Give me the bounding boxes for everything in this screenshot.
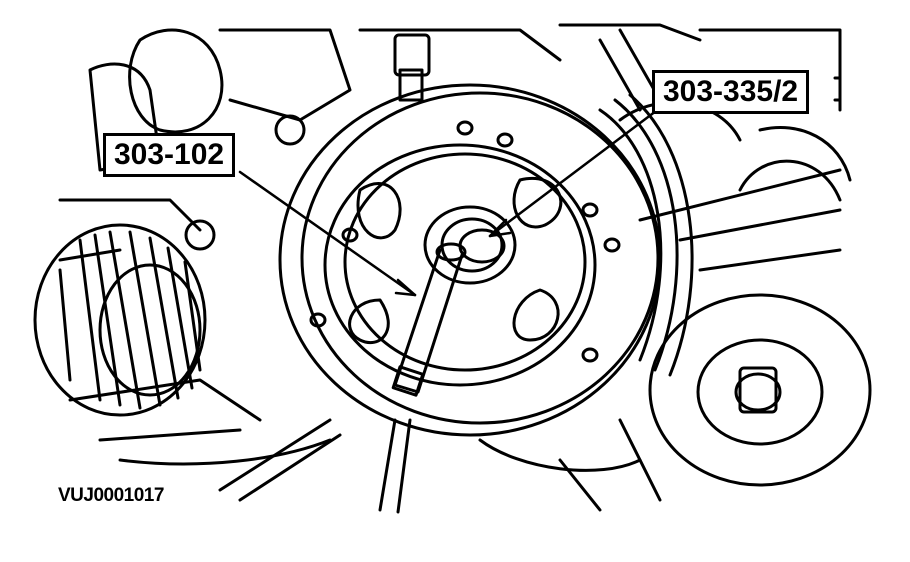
leader-303-335-2 bbox=[488, 106, 662, 238]
edge-marks bbox=[833, 76, 842, 102]
leader-lines bbox=[238, 106, 662, 297]
crankshaft-damper bbox=[278, 83, 694, 437]
callout-tool-303-335-2: 303-335/2 bbox=[652, 70, 810, 114]
idler-pulley bbox=[648, 293, 872, 487]
lower-components bbox=[218, 418, 662, 514]
callout-tool-303-102: 303-102 bbox=[103, 133, 236, 177]
bolts bbox=[184, 33, 431, 251]
figure-id: VUJ0001017 bbox=[58, 485, 164, 506]
viscous-fan bbox=[33, 223, 207, 417]
leader-303-102 bbox=[238, 170, 417, 297]
tool-shaft bbox=[391, 228, 506, 397]
